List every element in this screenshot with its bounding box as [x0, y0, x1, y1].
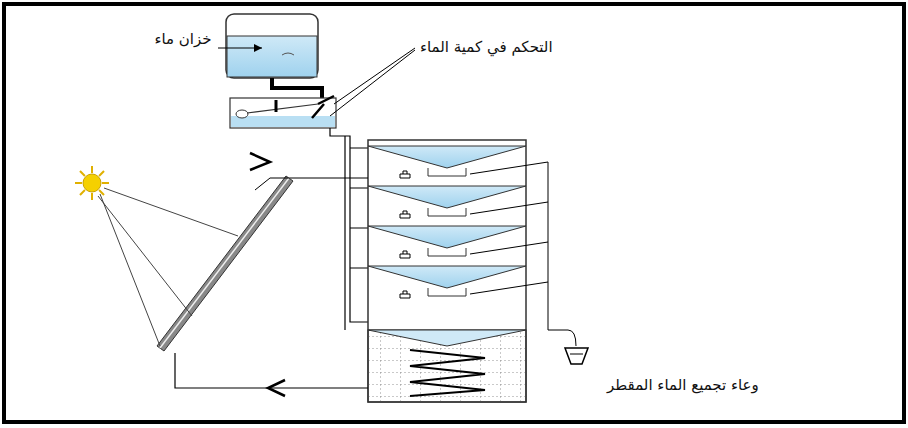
condensate-gutter [428, 208, 466, 216]
distribution-pipe [330, 128, 368, 330]
return-pipe [175, 353, 368, 388]
tray [368, 146, 526, 168]
frame [4, 4, 904, 422]
heater-lamp [400, 291, 410, 298]
condensate-gutter [428, 288, 466, 296]
flow-arrow [250, 153, 270, 170]
condensate-gutter [428, 248, 466, 256]
condensate-gutter [428, 168, 466, 176]
cup-label: وعاء تجميع الماء المقطر [605, 374, 761, 397]
float-valve-box [230, 96, 336, 128]
leader-line [330, 48, 415, 116]
control-label: التحكم في كمية الماء [418, 36, 555, 59]
heater-lamp [400, 171, 410, 178]
tray [368, 266, 526, 288]
distillation-tower [368, 140, 526, 402]
water-tank [226, 14, 318, 78]
hot-pipe [255, 178, 368, 190]
condensate-line [470, 162, 576, 346]
collecting-cup [570, 354, 583, 355]
solar-collector [157, 176, 293, 351]
tray [368, 186, 526, 208]
collecting-cup [565, 348, 588, 364]
flow-arrow [268, 380, 285, 396]
tank-label: خزان ماء [150, 28, 216, 51]
sun-ray [98, 188, 238, 346]
tray [368, 226, 526, 248]
arrowhead [254, 44, 262, 52]
sun [75, 166, 109, 200]
heater-lamp [400, 251, 410, 258]
heater-lamp [400, 211, 410, 218]
